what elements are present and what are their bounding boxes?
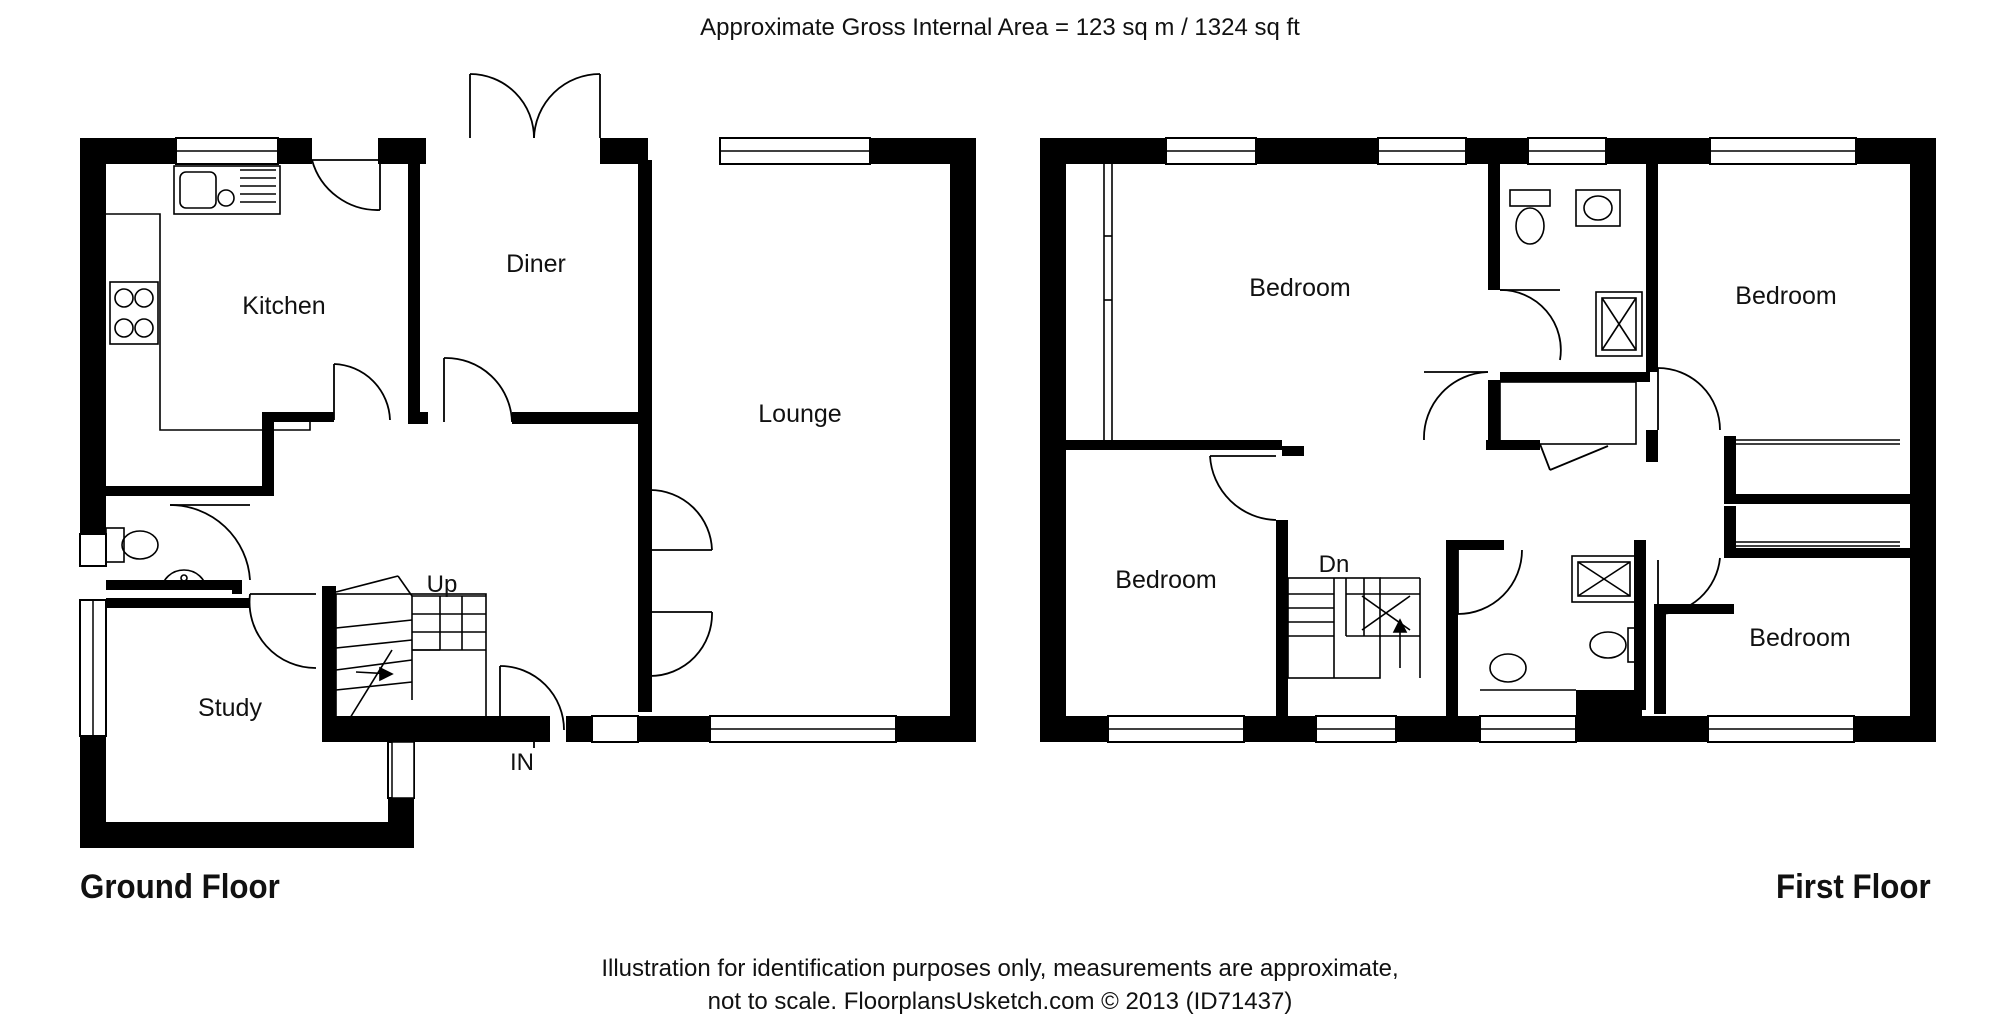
room-label-bedroom-4: Bedroom xyxy=(1749,624,1850,652)
entrance-label: IN xyxy=(510,749,534,776)
stairs-up-label: Up xyxy=(427,571,458,598)
toilet-icon xyxy=(1515,207,1545,245)
toilet-cistern-icon xyxy=(105,527,125,563)
first-floor-title: First Floor xyxy=(1776,868,1931,906)
first-floor-door-swings xyxy=(1209,289,1721,615)
first-floor-plan: Bedroom Bedroom Bedroom Bedroom Dn xyxy=(1040,137,1936,743)
basin-icon xyxy=(1489,653,1527,683)
toilet-icon xyxy=(1589,631,1627,659)
room-label-diner: Diner xyxy=(506,250,566,278)
entrance-arrow-icon xyxy=(523,716,545,748)
toilet-icon xyxy=(121,530,159,560)
toilet-cistern-icon xyxy=(1627,627,1641,663)
shower-icon xyxy=(1595,291,1643,357)
wc-fixtures xyxy=(105,527,207,591)
bathroom-fixtures xyxy=(1480,189,1643,691)
wardrobe-doors xyxy=(1103,164,1900,547)
room-label-kitchen: Kitchen xyxy=(242,292,325,320)
ground-floor-title: Ground Floor xyxy=(80,868,280,906)
room-label-bedroom-2: Bedroom xyxy=(1735,282,1836,310)
ground-floor-staircase xyxy=(335,575,487,719)
room-label-bedroom-3: Bedroom xyxy=(1115,566,1216,594)
basin-icon xyxy=(1575,189,1621,227)
first-floor-interior-walls xyxy=(1066,160,1912,720)
ground-floor-interior-walls xyxy=(106,138,652,718)
kitchen-hob-icon xyxy=(109,281,159,345)
room-label-lounge: Lounge xyxy=(758,400,841,428)
stairs-down-label: Dn xyxy=(1319,551,1350,578)
room-label-study: Study xyxy=(198,694,262,722)
disclaimer-line-1: Illustration for identification purposes… xyxy=(601,955,1399,982)
first-floor-window-glazing-lines xyxy=(1108,150,1856,730)
gross-internal-area-caption: Approximate Gross Internal Area = 123 sq… xyxy=(700,14,1300,41)
basin-icon xyxy=(161,569,207,591)
first-floor-exterior-walls xyxy=(1040,138,1936,742)
disclaimer-line-2: not to scale. FloorplansUsketch.com © 20… xyxy=(707,988,1293,1015)
ground-floor-plan: Kitchen Diner Lounge Study Up IN xyxy=(79,73,976,848)
kitchen-sink-icon xyxy=(173,165,281,215)
study-window xyxy=(391,741,415,799)
first-floor-staircase xyxy=(1287,577,1421,679)
room-label-bedroom-1: Bedroom xyxy=(1249,274,1350,302)
ground-floor-door-swings xyxy=(169,73,713,731)
kitchen-fixtures xyxy=(106,165,311,431)
shower-icon xyxy=(1571,555,1637,603)
